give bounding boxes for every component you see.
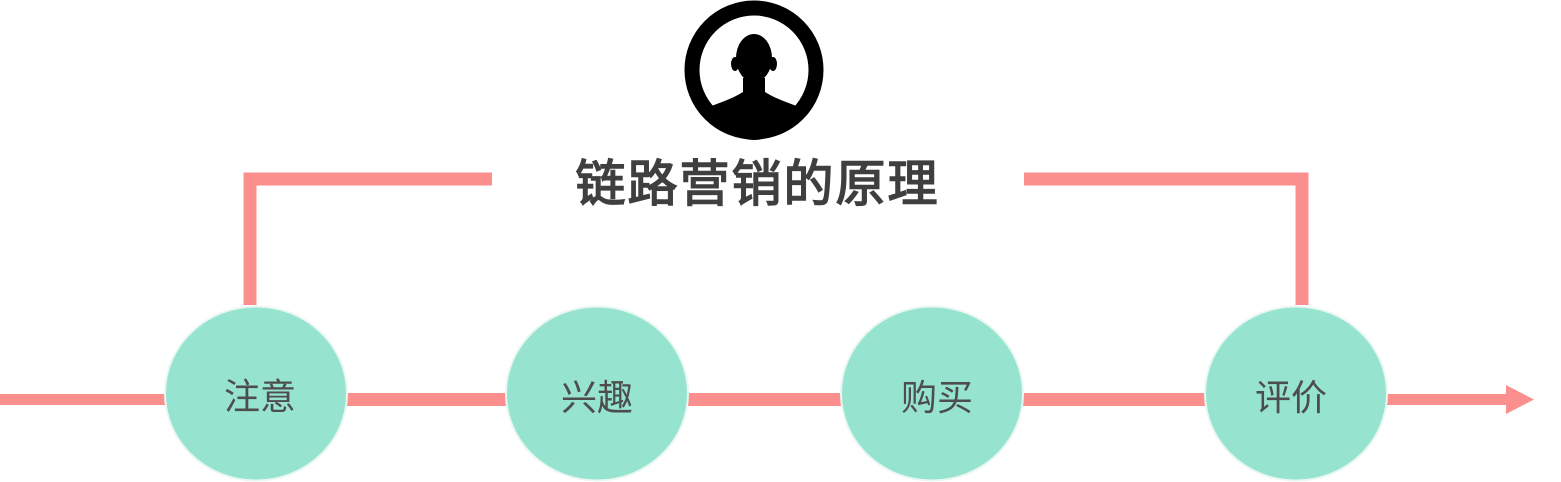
- arrow-right-icon: [1506, 385, 1534, 414]
- stage-label: 购买: [901, 378, 973, 419]
- user-avatar-icon: [684, 0, 824, 140]
- stage-node-interest: 兴趣: [505, 305, 689, 482]
- stage-label: 兴趣: [561, 378, 633, 419]
- stage-node-review: 评价: [1204, 305, 1388, 482]
- stage-node-attention: 注意: [164, 305, 348, 482]
- stage-label: 注意: [224, 377, 296, 418]
- stage-label: 评价: [1255, 378, 1327, 419]
- diagram-title: 链路营销的原理: [575, 155, 940, 213]
- feedback-bracket-left: [243, 172, 492, 305]
- feedback-bracket-right: [1024, 172, 1309, 305]
- stage-node-purchase: 购买: [840, 305, 1024, 482]
